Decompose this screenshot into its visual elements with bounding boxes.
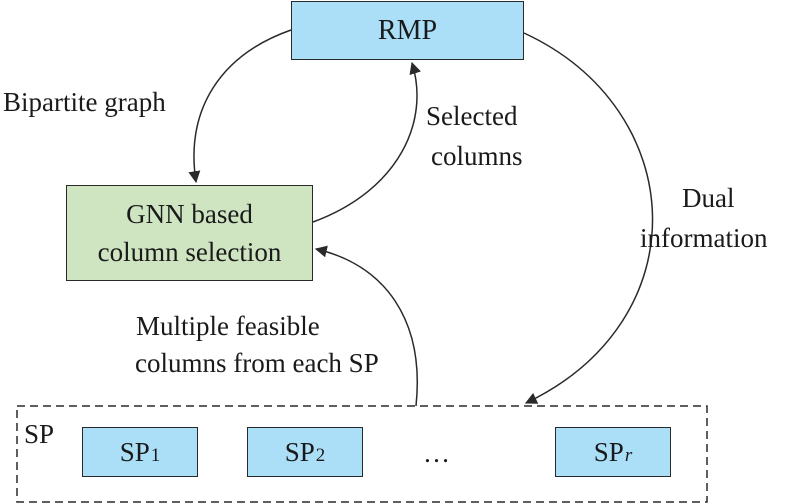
- spr-subscript: r: [624, 445, 633, 466]
- edge-multiple-feasible-columns: [314, 245, 418, 407]
- edge-dual-information: [523, 32, 654, 404]
- sp-group-label: SP: [24, 419, 55, 449]
- sp1-base: SP: [119, 436, 150, 467]
- edge-selected-columns: [312, 61, 421, 223]
- rmp-label: RMP: [377, 14, 438, 46]
- sp2-base: SP: [284, 436, 315, 467]
- gnn-label-line2: column selection: [97, 237, 282, 267]
- edge-label-multiple-line1: Multiple feasible: [136, 311, 320, 341]
- gnn-label-line1: GNN based: [126, 199, 253, 229]
- edge-label-selected-line2: columns: [431, 141, 523, 171]
- sp2-subscript: 2: [315, 445, 326, 466]
- gnn-column-selection-node: GNN based column selection: [66, 185, 313, 281]
- edge-label-multiple-line2: columns from each SP: [135, 348, 379, 378]
- rmp-node: RMP: [291, 1, 524, 60]
- edge-label-bipartite-graph: Bipartite graph: [3, 87, 166, 117]
- edge-label-selected-line1: Selected: [426, 101, 518, 131]
- spr-base: SP: [593, 436, 624, 467]
- sp1-subscript: 1: [150, 445, 161, 466]
- sp-ellipsis: …: [423, 438, 450, 468]
- sp-group-container: [16, 405, 708, 503]
- edge-label-dual-line2: information: [640, 223, 768, 253]
- edge-label-dual-line1: Dual: [682, 183, 735, 213]
- edge-bipartite-graph: [188, 29, 292, 184]
